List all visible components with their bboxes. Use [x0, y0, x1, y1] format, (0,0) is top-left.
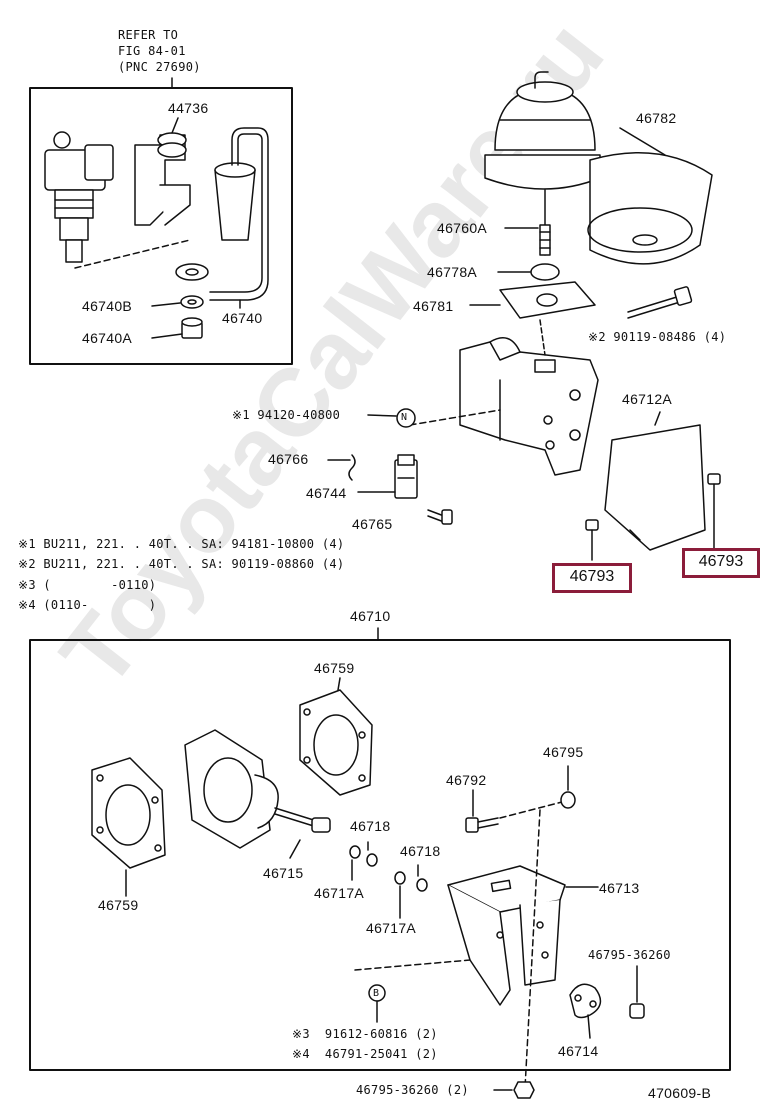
- part-label-46718-b[interactable]: 46718: [400, 843, 441, 859]
- part-label-46744[interactable]: 46744: [306, 485, 347, 501]
- part-label-46740[interactable]: 46740: [222, 310, 263, 326]
- plate-46714-icon: [569, 983, 602, 1019]
- note-3: ※3 ( -0110): [18, 578, 157, 592]
- part-label-bolt-3[interactable]: ※3 91612-60816 (2): [292, 1027, 438, 1041]
- gasket-46759-top-icon: [299, 689, 373, 796]
- long-bolt-icon: [627, 286, 693, 319]
- gasket-46759-left-icon: [91, 757, 166, 869]
- inset-box-bottom: [29, 639, 731, 1071]
- part-label-46717A-b[interactable]: 46717A: [366, 920, 417, 936]
- nut-bottom-icon: [513, 1081, 535, 1099]
- shield-46712A-icon: [604, 424, 706, 551]
- link-46744-icon: [394, 454, 418, 499]
- bracket-assembly-icon: [459, 337, 599, 476]
- part-label-46740B[interactable]: 46740B: [82, 298, 133, 314]
- bolt-46792-icon: [465, 817, 499, 833]
- part-label-46759-top[interactable]: 46759: [314, 660, 355, 676]
- washer-icon: [394, 871, 406, 885]
- part-label-46793-left-highlight[interactable]: 46793: [552, 563, 632, 593]
- refer-line3: (PNC 27690): [118, 60, 201, 74]
- clip-46766-icon: [348, 454, 356, 481]
- throttle-body-icon: [184, 729, 331, 849]
- gasket-46781-icon: [499, 281, 596, 319]
- part-label-46782[interactable]: 46782: [636, 110, 677, 126]
- washer-icon: [366, 853, 378, 867]
- part-label-46760A[interactable]: 46760A: [437, 220, 488, 236]
- part-label-bolt-2[interactable]: ※2 90119-08486 (4): [588, 330, 727, 344]
- part-label-46765[interactable]: 46765: [352, 516, 393, 532]
- part-label-46792[interactable]: 46792: [446, 772, 487, 788]
- grommet-icon: [530, 263, 560, 281]
- part-label-46795-36260[interactable]: 46795-36260: [588, 948, 671, 962]
- part-label-46712A[interactable]: 46712A: [622, 391, 673, 407]
- note-1: ※1 BU211, 221. . 40T. . SA: 94181-10800 …: [18, 537, 345, 551]
- refer-line2: FIG 84-01: [118, 44, 186, 58]
- bolt-46793-right-icon: [707, 473, 721, 549]
- part-label-46795[interactable]: 46795: [543, 744, 584, 760]
- part-label-44736[interactable]: 44736: [168, 100, 209, 116]
- part-label-46715[interactable]: 46715: [263, 865, 304, 881]
- part-label-46713[interactable]: 46713: [599, 880, 640, 896]
- part-label-46795-bottom[interactable]: 46795-36260 (2): [356, 1083, 469, 1097]
- pin-46765-icon: [427, 509, 453, 525]
- filter-46740-icon: [209, 127, 269, 309]
- part-label-46710[interactable]: 46710: [350, 608, 391, 624]
- note-2: ※2 BU211, 221. . 40T. . SA: 90119-08860 …: [18, 557, 345, 571]
- washer-icon: [349, 845, 361, 859]
- part-label-46759-left[interactable]: 46759: [98, 897, 139, 913]
- part-label-46778A[interactable]: 46778A: [427, 264, 478, 280]
- nut-46795-icon: [560, 791, 576, 809]
- part-label-nut-1[interactable]: ※1 94120-40800: [232, 408, 341, 422]
- bolt-b-letter: B: [373, 988, 380, 999]
- washer-icon: [416, 878, 428, 892]
- actuator-diaphragm-icon: [484, 71, 601, 256]
- note-4: ※4 (0110- ): [18, 598, 157, 612]
- bolt-46793-left-icon: [585, 519, 599, 561]
- nut-46795-36260-icon: [629, 1003, 645, 1019]
- refer-line1: REFER TO: [118, 28, 179, 42]
- vsv-valve-icon: [44, 131, 114, 263]
- part-label-46793-right-highlight[interactable]: 46793: [682, 548, 760, 578]
- part-label-46717A-a[interactable]: 46717A: [314, 885, 365, 901]
- part-label-46718-a[interactable]: 46718: [350, 818, 391, 834]
- inset-box-top-left: [29, 87, 293, 365]
- part-label-46714[interactable]: 46714: [558, 1043, 599, 1059]
- banjo-fittings-icon: [175, 263, 209, 339]
- nut-n-icon: [396, 408, 416, 428]
- part-label-46766[interactable]: 46766: [268, 451, 309, 467]
- part-label-bolt-4[interactable]: ※4 46791-25041 (2): [292, 1047, 438, 1061]
- part-label-46781[interactable]: 46781: [413, 298, 454, 314]
- bracket-44736-icon: [134, 117, 191, 226]
- cover-46782-icon: [587, 152, 713, 265]
- part-label-46740A[interactable]: 46740A: [82, 330, 133, 346]
- figure-code: 470609-B: [648, 1085, 712, 1101]
- bracket-46713-icon: [447, 865, 566, 1006]
- nut-n-letter: N: [401, 412, 408, 423]
